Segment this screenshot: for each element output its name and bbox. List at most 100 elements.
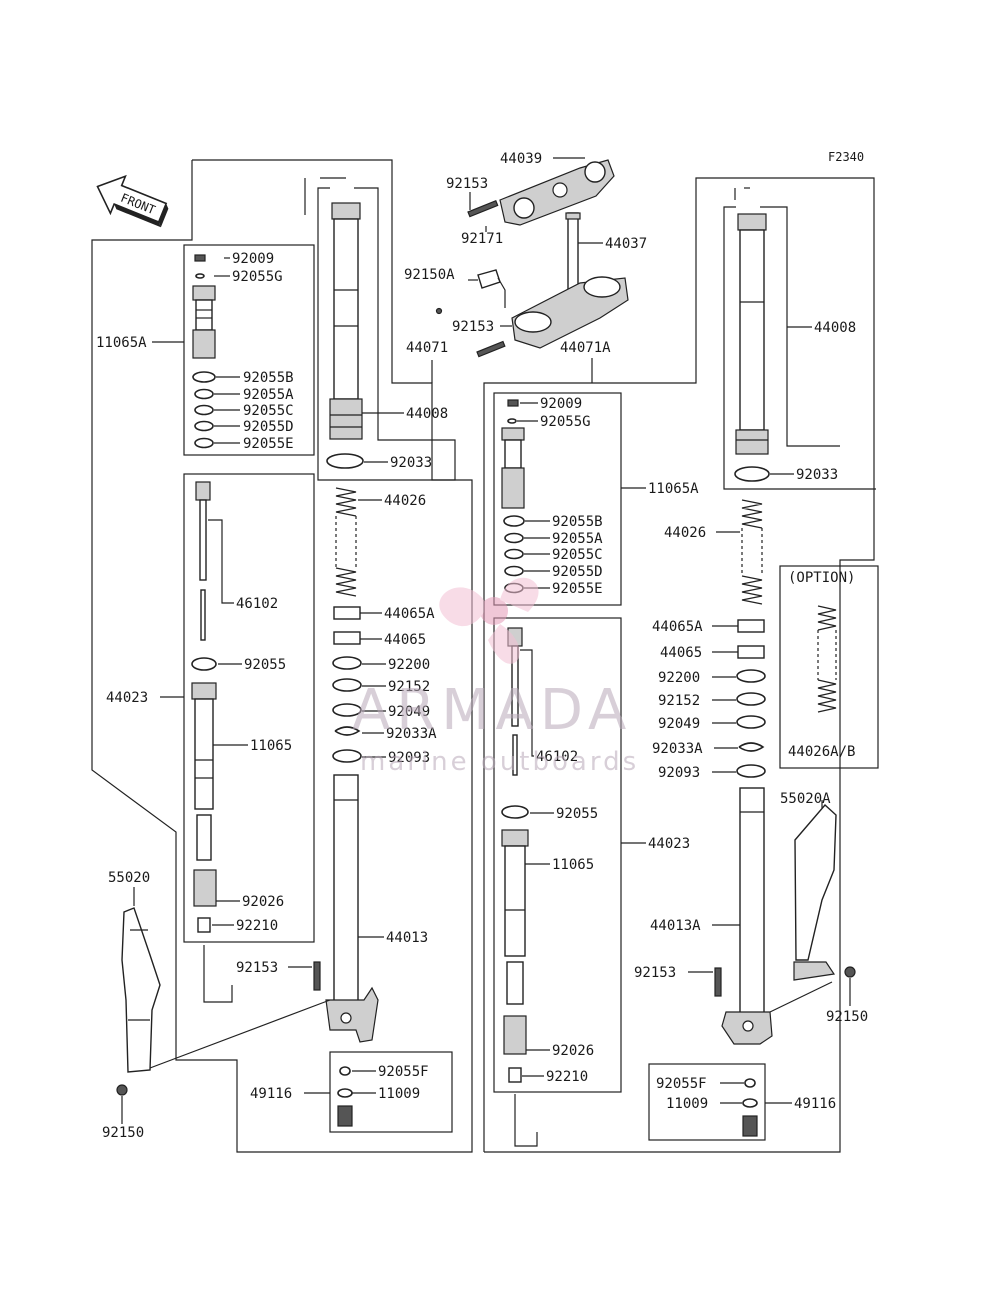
bushing-92152-right [736,692,766,706]
label-44008-left: 44008 [406,406,448,422]
label-92153-left-axle: 92153 [236,960,278,976]
label-92055b-left: 92055B [243,370,294,386]
collar-44065-right [737,645,765,659]
label-92055f-right: 92055F [656,1076,707,1092]
fork-guard-55020a-right [793,803,837,981]
front-arrow-icon: FRONT [96,174,169,228]
dust-seal-92093-left [332,749,362,763]
cap-assembly-11065a-left [192,285,216,359]
fork-guard-55020-left [121,907,161,1073]
oring-92055f-right [744,1078,756,1088]
label-11065-right: 11065 [552,857,594,873]
cartridge-11065-left [191,682,217,861]
oring-92055d-right [504,565,524,577]
nut-92210-right [508,1067,522,1083]
dust-seal-92093-right [736,764,766,778]
label-44026ab: 44026A/B [788,744,855,760]
oring-92033-left [326,453,364,469]
label-92033a-left: 92033A [386,726,437,742]
oring-92055e-left [194,437,214,449]
label-49116-right: 49116 [794,1096,836,1112]
label-55020a: 55020A [780,791,831,807]
rod-46102-left [195,481,211,641]
valve-49116-right [742,1115,758,1137]
oring-92055-right [501,805,529,819]
label-92055e-left: 92055E [243,436,294,452]
watermark-brand: ARMADA [352,678,632,743]
label-44065-right: 44065 [660,645,702,661]
label-92055a-left: 92055A [243,387,294,403]
label-92055e-right: 92055E [552,581,603,597]
label-92033-right: 92033 [796,467,838,483]
bushing-92152-left [332,678,362,692]
outer-tube-44008-right [735,213,769,455]
label-44026-right: 44026 [664,525,706,541]
spring-44026-right [741,499,763,605]
label-92049-right: 92049 [658,716,700,732]
label-92055-right: 92055 [556,806,598,822]
spring-44026-left [335,487,357,597]
label-44065-left: 44065 [384,632,426,648]
oring-92055c-left [194,404,214,416]
oring-92055d-left [194,420,214,432]
spring-44026ab-option [817,605,837,713]
label-11065a-left: 11065A [96,335,147,351]
label-92049-left: 92049 [388,704,430,720]
washer-92200-right [736,669,766,683]
label-92093-right: 92093 [658,765,700,781]
label-92093-left: 92093 [388,750,430,766]
nut-92210-left [197,917,211,933]
label-44065a-left: 44065A [384,606,435,622]
label-92009-right: 92009 [540,396,582,412]
label-55020: 55020 [108,870,150,886]
label-92171: 92171 [461,231,503,247]
label-92210-right: 92210 [546,1069,588,1085]
label-92055-left: 92055 [244,657,286,673]
watermark-tagline: marine outboards [360,747,639,777]
label-44013a: 44013A [650,918,701,934]
oring-11009-right [742,1098,758,1108]
label-44071: 44071 [406,340,448,356]
screw-92150a [435,307,443,315]
outer-tube-44008-left [329,202,363,440]
bolt-92153-right-axle [714,967,722,997]
label-92055g-left: 92055G [232,269,283,285]
oring-92055g-right [507,418,517,424]
label-92153-upper: 92153 [446,176,488,192]
label-44071a: 44071A [560,340,611,356]
steering-group: 44039 92153 92171 44037 92150A 92153 440… [404,151,647,383]
bolt-92153-left-axle [313,961,321,991]
label-92150-left: 92150 [102,1125,144,1141]
cap-assembly-11065a-right [501,427,525,509]
oring-11009-left [337,1088,353,1098]
oring-92055-left [191,657,217,671]
label-92055a-right: 92055A [552,531,603,547]
collar-44065a-right [737,619,765,633]
bolt-92150-left [116,1084,128,1096]
cap-bolt-92009-left [194,254,206,262]
label-11065-left: 11065 [250,738,292,754]
inner-tube-44013-left [325,774,379,1043]
label-44037: 44037 [605,236,647,252]
label-92055g-right: 92055G [540,414,591,430]
label-11009-left: 11009 [378,1086,420,1102]
label-92200-left: 92200 [388,657,430,673]
label-92009-left: 92009 [232,251,274,267]
watermark: ARMADA marine outboards [352,577,639,777]
seal-92049-left [332,703,362,717]
oring-92055b-left [192,371,216,383]
label-92055d-right: 92055D [552,564,603,580]
label-92200-right: 92200 [658,670,700,686]
label-44013-left: 44013 [386,930,428,946]
diagram-code: F2340 [828,150,864,164]
clamp-92171 [477,269,501,289]
label-44023-left: 44023 [106,690,148,706]
label-11065a-right: 11065A [648,481,699,497]
upper-clamp-44039 [499,159,615,226]
label-92055b-right: 92055B [552,514,603,530]
circlip-92033a-left [334,726,361,736]
label-92026-right: 92026 [552,1043,594,1059]
oring-92055a-left [194,388,214,400]
oring-92055f-left [339,1066,351,1076]
